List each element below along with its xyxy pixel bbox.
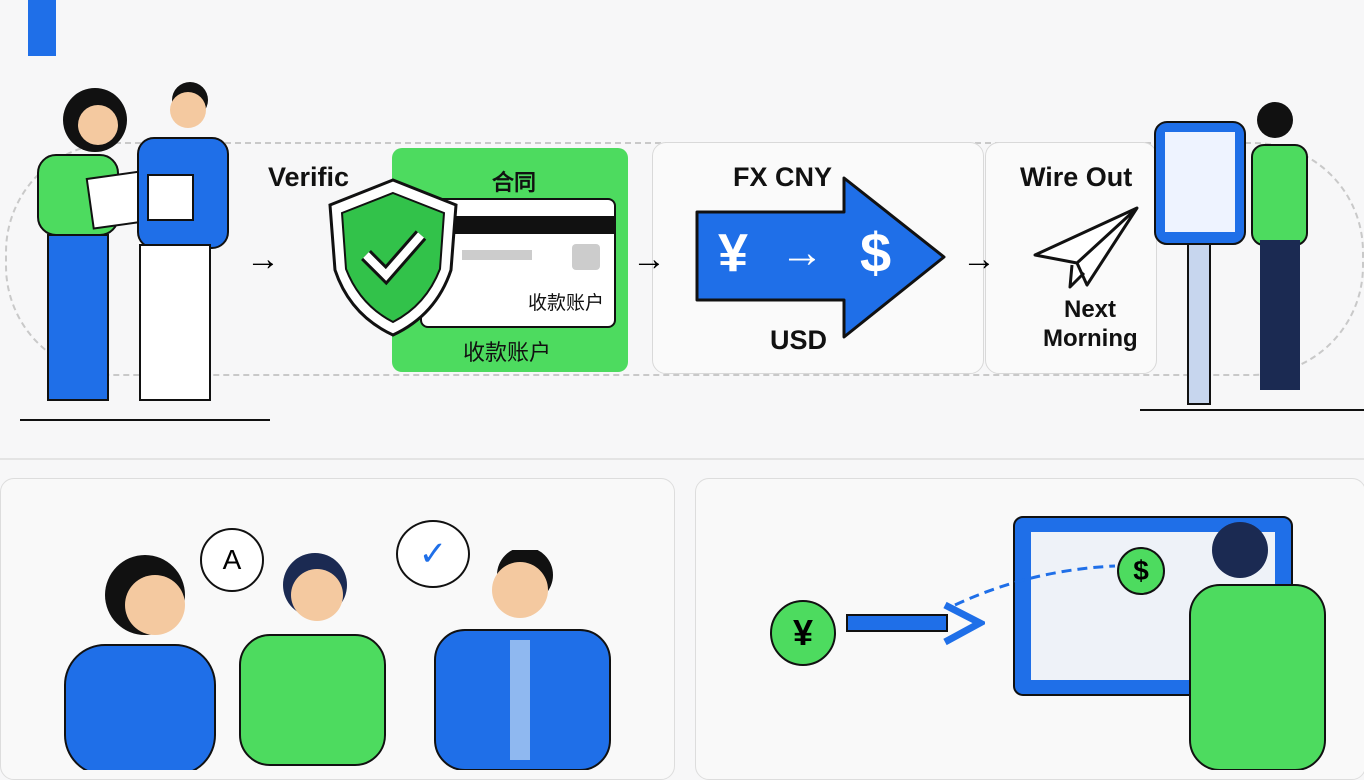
- card-account-text: 收款账户: [527, 293, 604, 314]
- fx-arrow-shape: [695, 176, 946, 339]
- people-reading-illustration: [20, 82, 270, 421]
- accent-bar: [28, 0, 56, 56]
- arrow-right-icon: [846, 601, 985, 646]
- shield-check-icon: [328, 178, 458, 337]
- convert-arrow: →: [780, 228, 824, 277]
- speech-bubble-text: A: [222, 544, 242, 575]
- dollar-coin-icon: $: [1117, 547, 1165, 595]
- check-speech-bubble-icon: ✓: [396, 520, 470, 588]
- contract-title: 合同: [492, 170, 537, 195]
- dashed-arrow-icon: [954, 564, 1116, 607]
- dollar-symbol: $: [860, 221, 892, 284]
- contract-caption: 收款账户: [463, 340, 552, 365]
- next-caption: Next: [1064, 296, 1117, 323]
- kiosk-user-illustration: [1140, 102, 1364, 411]
- paper-plane-icon: [1033, 206, 1139, 289]
- step-verification-label: Verific: [268, 162, 350, 192]
- dollar-coin-symbol: $: [1133, 555, 1149, 586]
- arrow-right-icon: →: [246, 240, 280, 278]
- computer-user-illustration: [1189, 522, 1326, 770]
- wire-out-title: Wire Out: [1020, 162, 1133, 192]
- arrow-right-icon: →: [962, 240, 996, 278]
- morning-caption: Morning: [1043, 325, 1138, 352]
- yuan-coin-symbol: ¥: [792, 612, 814, 653]
- yuan-symbol: ¥: [718, 223, 749, 283]
- section-divider: [0, 458, 1364, 460]
- fx-title: FX CNY: [733, 162, 833, 192]
- usd-caption: USD: [770, 325, 828, 355]
- arrow-right-icon: →: [632, 240, 666, 278]
- yuan-coin-icon: ¥: [770, 600, 836, 666]
- speech-bubble: A: [200, 528, 264, 592]
- meeting-people-illustration: [64, 550, 611, 770]
